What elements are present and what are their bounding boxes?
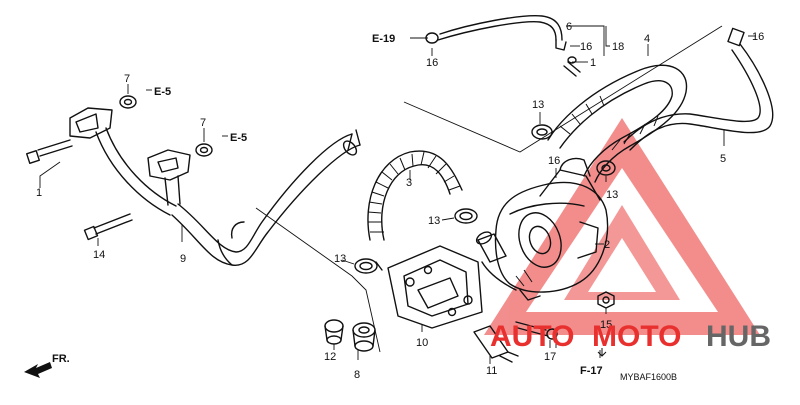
- callout-2: 2: [604, 239, 610, 251]
- grommet-8: [352, 322, 376, 352]
- callout-3: 3: [406, 177, 412, 189]
- ref-f17: F-17: [580, 365, 603, 377]
- callout-labels: 1 14 9 7 7 13 3 13 13 16 13 2 15 10 11 1…: [36, 21, 764, 381]
- bolt-1-left: [25, 139, 73, 165]
- callout-8: 8: [354, 369, 360, 381]
- callout-5: 5: [720, 153, 726, 165]
- callout-6: 6: [566, 21, 572, 33]
- callout-13-top: 13: [532, 99, 544, 111]
- reference-labels: E-19 E-5 E-5 F-17: [154, 33, 607, 377]
- leader-lines: [39, 25, 756, 364]
- bolt-11: [473, 325, 519, 363]
- bracket-6-18: [605, 26, 610, 47]
- arrow-f17: [597, 348, 607, 357]
- watermark-auto: AUTO: [490, 320, 574, 353]
- callout-13-right: 13: [606, 189, 618, 201]
- front-arrow: FR.: [24, 353, 70, 378]
- callout-9: 9: [180, 253, 186, 265]
- bracket-10: [387, 245, 483, 329]
- callout-18: 18: [612, 41, 624, 53]
- callout-17: 17: [544, 351, 556, 363]
- callout-13-mid: 13: [428, 215, 440, 227]
- callout-4: 4: [644, 33, 650, 45]
- callout-11: 11: [486, 365, 497, 377]
- callout-10: 10: [416, 337, 428, 349]
- gasket-7b: [195, 143, 213, 157]
- callout-16-top: 16: [580, 41, 592, 53]
- callout-13-left: 13: [334, 253, 346, 265]
- callout-7b: 7: [200, 117, 206, 129]
- nut-15: [597, 291, 615, 309]
- ref-e5-top: E-5: [154, 86, 171, 98]
- callout-16-left: 16: [426, 57, 438, 69]
- hose-4: [531, 64, 688, 183]
- clamp-13-mid: [454, 208, 478, 224]
- hose-3: [367, 150, 463, 241]
- hose-5: [623, 27, 774, 151]
- front-label: FR.: [52, 353, 70, 365]
- clamp-13-right: [596, 160, 616, 176]
- bolt-14: [83, 213, 133, 241]
- callout-15: 15: [600, 319, 612, 331]
- hose-6: [425, 15, 581, 77]
- callout-14: 14: [93, 249, 105, 261]
- ref-e5-mid: E-5: [230, 132, 247, 144]
- callout-7a: 7: [124, 73, 130, 85]
- watermark-moto: MOTO: [592, 320, 681, 353]
- callout-12: 12: [324, 351, 336, 363]
- air-pipe-9: [69, 107, 361, 266]
- diagram-code: MYBAF1600B: [620, 372, 677, 382]
- callout-16-right: 16: [752, 31, 764, 43]
- callout-1-left: 1: [36, 187, 42, 199]
- bolt-17: [515, 321, 558, 340]
- collar-12: [324, 319, 344, 345]
- watermark-text: AUTO MOTO HUB: [490, 320, 771, 353]
- callout-16-mid: 16: [548, 155, 560, 167]
- watermark-hub: HUB: [706, 320, 771, 353]
- callout-1: 1: [590, 57, 596, 69]
- ref-e19: E-19: [372, 33, 395, 45]
- clamp-13-left: [354, 258, 383, 274]
- watermark-logo: [484, 118, 760, 335]
- gasket-7a: [119, 95, 137, 109]
- pump-body-2: [475, 157, 609, 301]
